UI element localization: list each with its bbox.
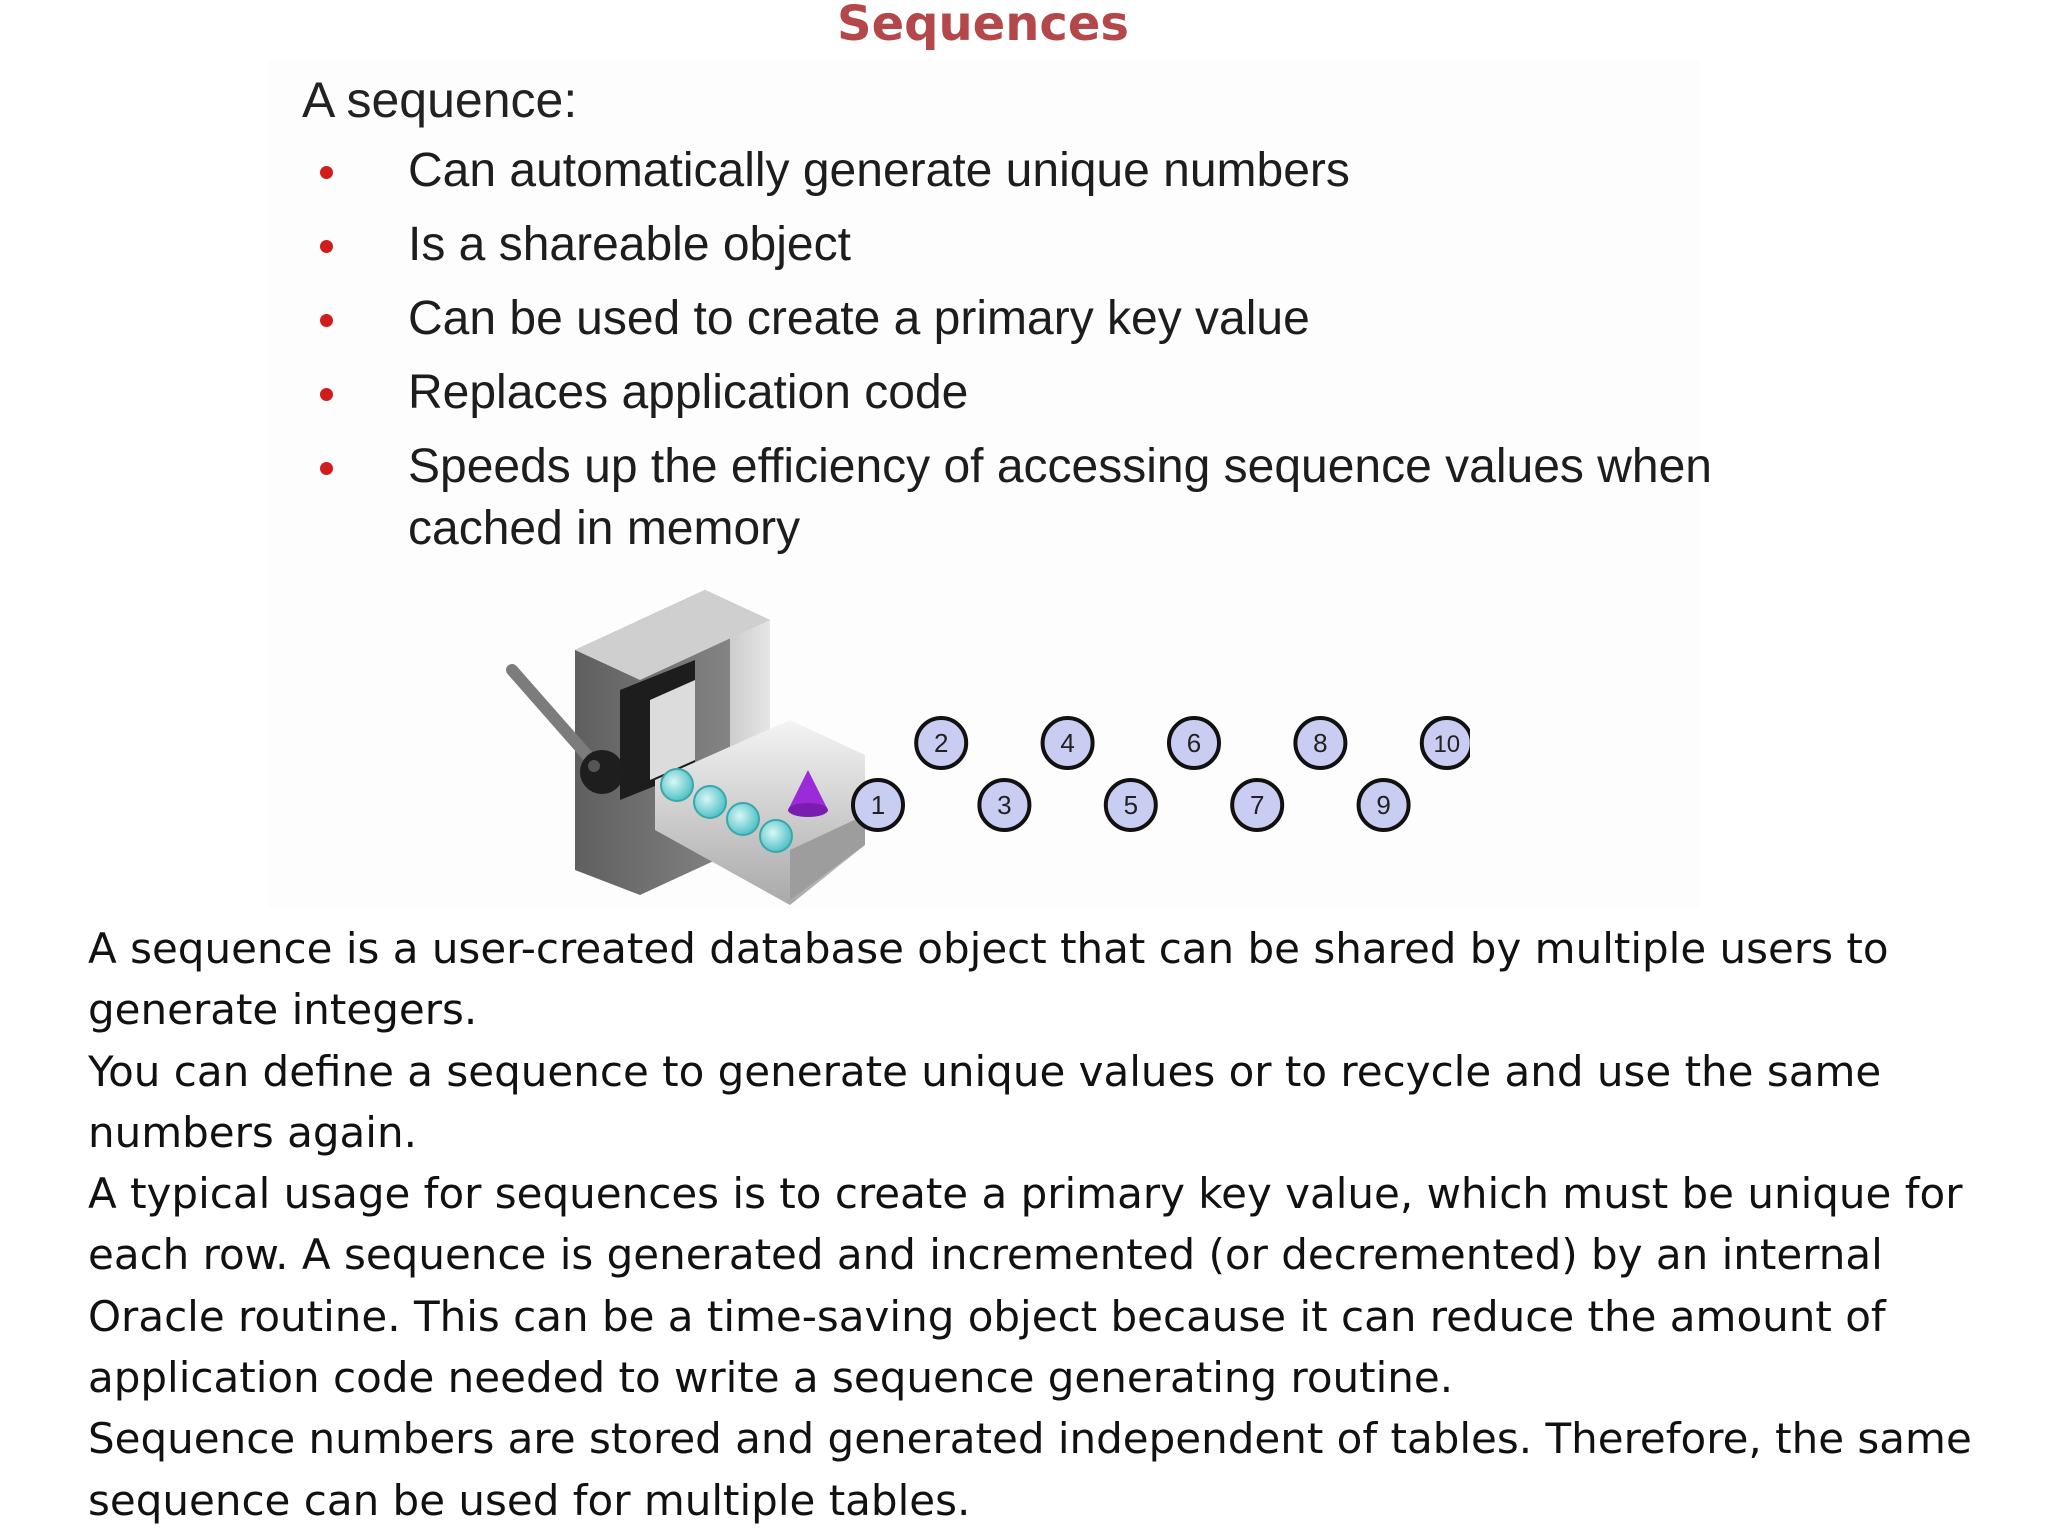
bullet-text: Is a shareable object — [408, 218, 851, 271]
number-label: 7 — [1250, 790, 1264, 820]
number-circle: 5 — [1103, 778, 1158, 832]
number-circle: 4 — [1040, 716, 1095, 770]
number-circle: 10 — [1419, 716, 1470, 770]
bullet-text: Replaces application code — [408, 366, 969, 419]
bullet-icon — [320, 166, 333, 179]
bullet-item: Replaces application code — [320, 362, 1673, 424]
number-circle: 6 — [1167, 716, 1221, 770]
bullet-item: Can be used to create a primary key valu… — [320, 288, 1673, 350]
machine-icon — [506, 590, 865, 905]
body-paragraph: A typical usage for sequences is to crea… — [88, 1169, 1963, 1403]
slide-title: Sequences — [837, 0, 1129, 52]
number-label: 10 — [1433, 731, 1460, 758]
number-label: 4 — [1060, 728, 1074, 758]
body-text: A sequence is a user-created database ob… — [88, 918, 2008, 1531]
number-circle: 2 — [914, 716, 969, 770]
number-circles: 1 2 3 4 5 6 7 8 9 10 — [851, 716, 1470, 832]
number-label: 2 — [934, 728, 948, 758]
bullet-item: Is a shareable object — [320, 214, 1673, 276]
body-paragraph: A sequence is a user-created database ob… — [88, 924, 1889, 1035]
figure-intro: A sequence: — [302, 72, 578, 128]
number-circle: 3 — [977, 778, 1032, 832]
bullet-item: Speeds up the efficiency of accessing se… — [320, 436, 1712, 560]
bullet-icon — [320, 240, 333, 253]
number-label: 8 — [1313, 728, 1327, 758]
sequence-generator-diagram: 1 2 3 4 5 6 7 8 9 10 — [506, 590, 1470, 905]
bullet-text: Speeds up the efficiency of accessing se… — [408, 440, 1712, 555]
number-circle: 7 — [1230, 778, 1285, 832]
number-label: 1 — [871, 790, 885, 820]
number-label: 5 — [1124, 790, 1138, 820]
bullet-icon — [320, 462, 333, 475]
number-label: 9 — [1376, 790, 1390, 820]
number-label: 6 — [1187, 728, 1201, 758]
body-paragraph: You can define a sequence to generate un… — [88, 1046, 1882, 1157]
body-paragraph: Sequence numbers are stored and generate… — [88, 1414, 1972, 1525]
number-label: 3 — [997, 790, 1011, 820]
bullet-icon — [320, 388, 333, 401]
bullet-list: Can automatically generate unique number… — [320, 140, 1712, 560]
bullet-text: Can automatically generate unique number… — [408, 144, 1350, 197]
bullet-item: Can automatically generate unique number… — [320, 140, 1673, 202]
number-circle: 1 — [851, 778, 905, 832]
number-circle: 8 — [1293, 716, 1348, 770]
number-circle: 9 — [1356, 778, 1411, 832]
bullet-icon — [320, 314, 333, 327]
bullet-text: Can be used to create a primary key valu… — [408, 292, 1310, 345]
figure-panel — [268, 60, 1700, 908]
